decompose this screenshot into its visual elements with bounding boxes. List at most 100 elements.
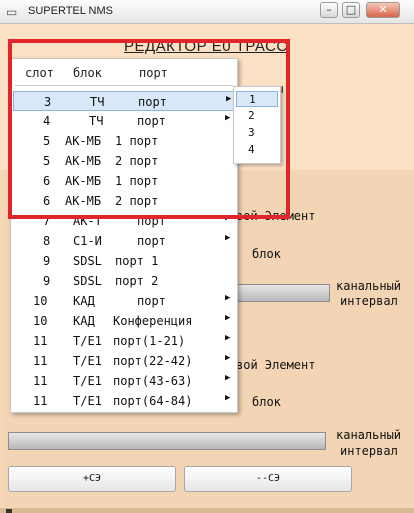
title-bar: ▭ SUPERTEL NMS – □ ✕ [0, 0, 414, 24]
row-block: АК-МБ [65, 154, 102, 168]
row-slot: 11 [33, 354, 48, 368]
menu-row[interactable]: 8 С1-И порт ▶ [13, 231, 235, 251]
row-port: порт(22-42) [113, 354, 193, 368]
submenu-arrow-icon: ▶ [225, 293, 231, 303]
menu-row[interactable]: 11 Т/Е1 порт(64-84) ▶ [13, 391, 235, 411]
menu-row[interactable]: 6 АК-МБ 1 порт [13, 171, 235, 191]
block-label-2: блок [252, 395, 281, 409]
row-port: порт(1-21) [113, 334, 186, 348]
header-slot: слот [25, 66, 54, 80]
close-button[interactable]: ✕ [366, 2, 400, 18]
menu-row[interactable]: 5 АК-МБ 1 порт [13, 131, 235, 151]
app-icon: ▭ [6, 5, 18, 19]
row-port: порт(64-84) [113, 394, 193, 408]
menu-row[interactable]: 9 SDSL порт 1 [13, 251, 235, 271]
menu-row[interactable]: 11 Т/Е1 порт(43-63) ▶ [13, 371, 235, 391]
row-block: КАД [73, 294, 95, 308]
row-block: Т/Е1 [73, 394, 102, 408]
row-slot: 11 [33, 394, 48, 408]
row-slot: 6 [43, 174, 51, 188]
remove-element-button[interactable]: --СЭ [184, 466, 352, 492]
menu-row[interactable]: 11 Т/Е1 порт(22-42) ▶ [13, 351, 235, 371]
channel-label-2b: интервал [340, 444, 398, 458]
row-port: 1 порт [115, 134, 159, 148]
submenu-arrow-icon: ▶ [225, 313, 231, 323]
menu-row[interactable]: 11 Т/Е1 порт(1-21) ▶ [13, 331, 235, 351]
row-slot: 5 [43, 134, 51, 148]
row-block: SDSL [73, 254, 102, 268]
row-block: ТЧ [89, 114, 104, 128]
row-block: Т/Е1 [73, 334, 102, 348]
menu-row[interactable]: 10 КАД Конференция ▶ [13, 311, 235, 331]
row-slot: 9 [43, 274, 51, 288]
menu-row[interactable]: 5 АК-МБ 2 порт [13, 151, 235, 171]
submenu-item[interactable]: 3 [248, 126, 255, 139]
row-port: порт 1 [115, 254, 159, 268]
row-block: Т/Е1 [73, 374, 102, 388]
row-port: 2 порт [115, 194, 159, 208]
row-slot: 8 [43, 234, 51, 248]
maximize-button[interactable]: □ [342, 2, 360, 18]
bottom-marker [6, 509, 12, 513]
row-slot: 7 [43, 214, 51, 228]
menu-row[interactable]: 9 SDSL порт 2 [13, 271, 235, 291]
row-port: 2 порт [115, 154, 159, 168]
submenu-item[interactable]: 2 [248, 109, 255, 122]
window-title: SUPERTEL NMS [28, 5, 113, 17]
row-block: КАД [73, 314, 95, 328]
row-port: порт [137, 294, 166, 308]
row-slot: 4 [43, 114, 51, 128]
row-port: 1 порт [115, 174, 159, 188]
row-port: порт 2 [115, 274, 159, 288]
row-block: АК-МБ [65, 134, 102, 148]
row-block: С1-И [73, 234, 102, 248]
submenu-item[interactable]: 4 [248, 143, 255, 156]
port-submenu: 1 2 3 4 [233, 86, 281, 164]
channel-label-1a: канальный [336, 279, 402, 293]
row-block: АК-МБ [65, 194, 102, 208]
row-slot: 11 [33, 334, 48, 348]
highlight-rectangle [8, 39, 290, 219]
submenu-arrow-icon: ▶ [225, 233, 231, 243]
submenu-arrow-icon: ▶ [225, 393, 231, 403]
row-block: АК-МБ [65, 174, 102, 188]
row-slot: 9 [43, 254, 51, 268]
element-label-2: вой Элемент [236, 358, 316, 372]
row-slot: 5 [43, 154, 51, 168]
row-slot: 11 [33, 374, 48, 388]
row-block: ТЧ [90, 95, 105, 109]
submenu-arrow-icon: ▶ [225, 333, 231, 343]
menu-header: слот блок порт [11, 59, 237, 87]
channel-label-2a: канальный [336, 428, 402, 442]
row-slot: 3 [44, 95, 52, 109]
menu-row[interactable]: 4 ТЧ порт ▶ [13, 111, 235, 131]
block-label-1: блок [252, 247, 281, 261]
submenu-arrow-icon: ▶ [225, 373, 231, 383]
menu-row[interactable]: 10 КАД порт ▶ [13, 291, 235, 311]
row-port: порт [138, 95, 167, 109]
header-port: порт [139, 66, 168, 80]
submenu-item[interactable]: 1 [236, 91, 278, 107]
submenu-arrow-icon: ▶ [225, 113, 231, 123]
menu-separator [15, 85, 233, 86]
channel-interval-field-1[interactable] [234, 284, 330, 302]
row-port: Конференция [113, 314, 193, 328]
row-port: порт(43-63) [113, 374, 193, 388]
header-block: блок [73, 66, 102, 80]
row-block: Т/Е1 [73, 354, 102, 368]
row-slot: 10 [33, 294, 48, 308]
submenu-arrow-icon: ▶ [226, 94, 232, 104]
channel-label-1b: интервал [340, 294, 398, 308]
row-block: SDSL [73, 274, 102, 288]
row-port: порт [137, 114, 166, 128]
add-element-button[interactable]: +СЭ [8, 466, 176, 492]
bottom-strip [0, 508, 414, 513]
menu-row[interactable]: 3 ТЧ порт ▶ [13, 91, 235, 111]
row-slot: 10 [33, 314, 48, 328]
minimize-button[interactable]: – [320, 2, 338, 18]
submenu-arrow-icon: ▶ [225, 353, 231, 363]
row-port: порт [137, 234, 166, 248]
channel-interval-field-2[interactable] [8, 432, 326, 450]
